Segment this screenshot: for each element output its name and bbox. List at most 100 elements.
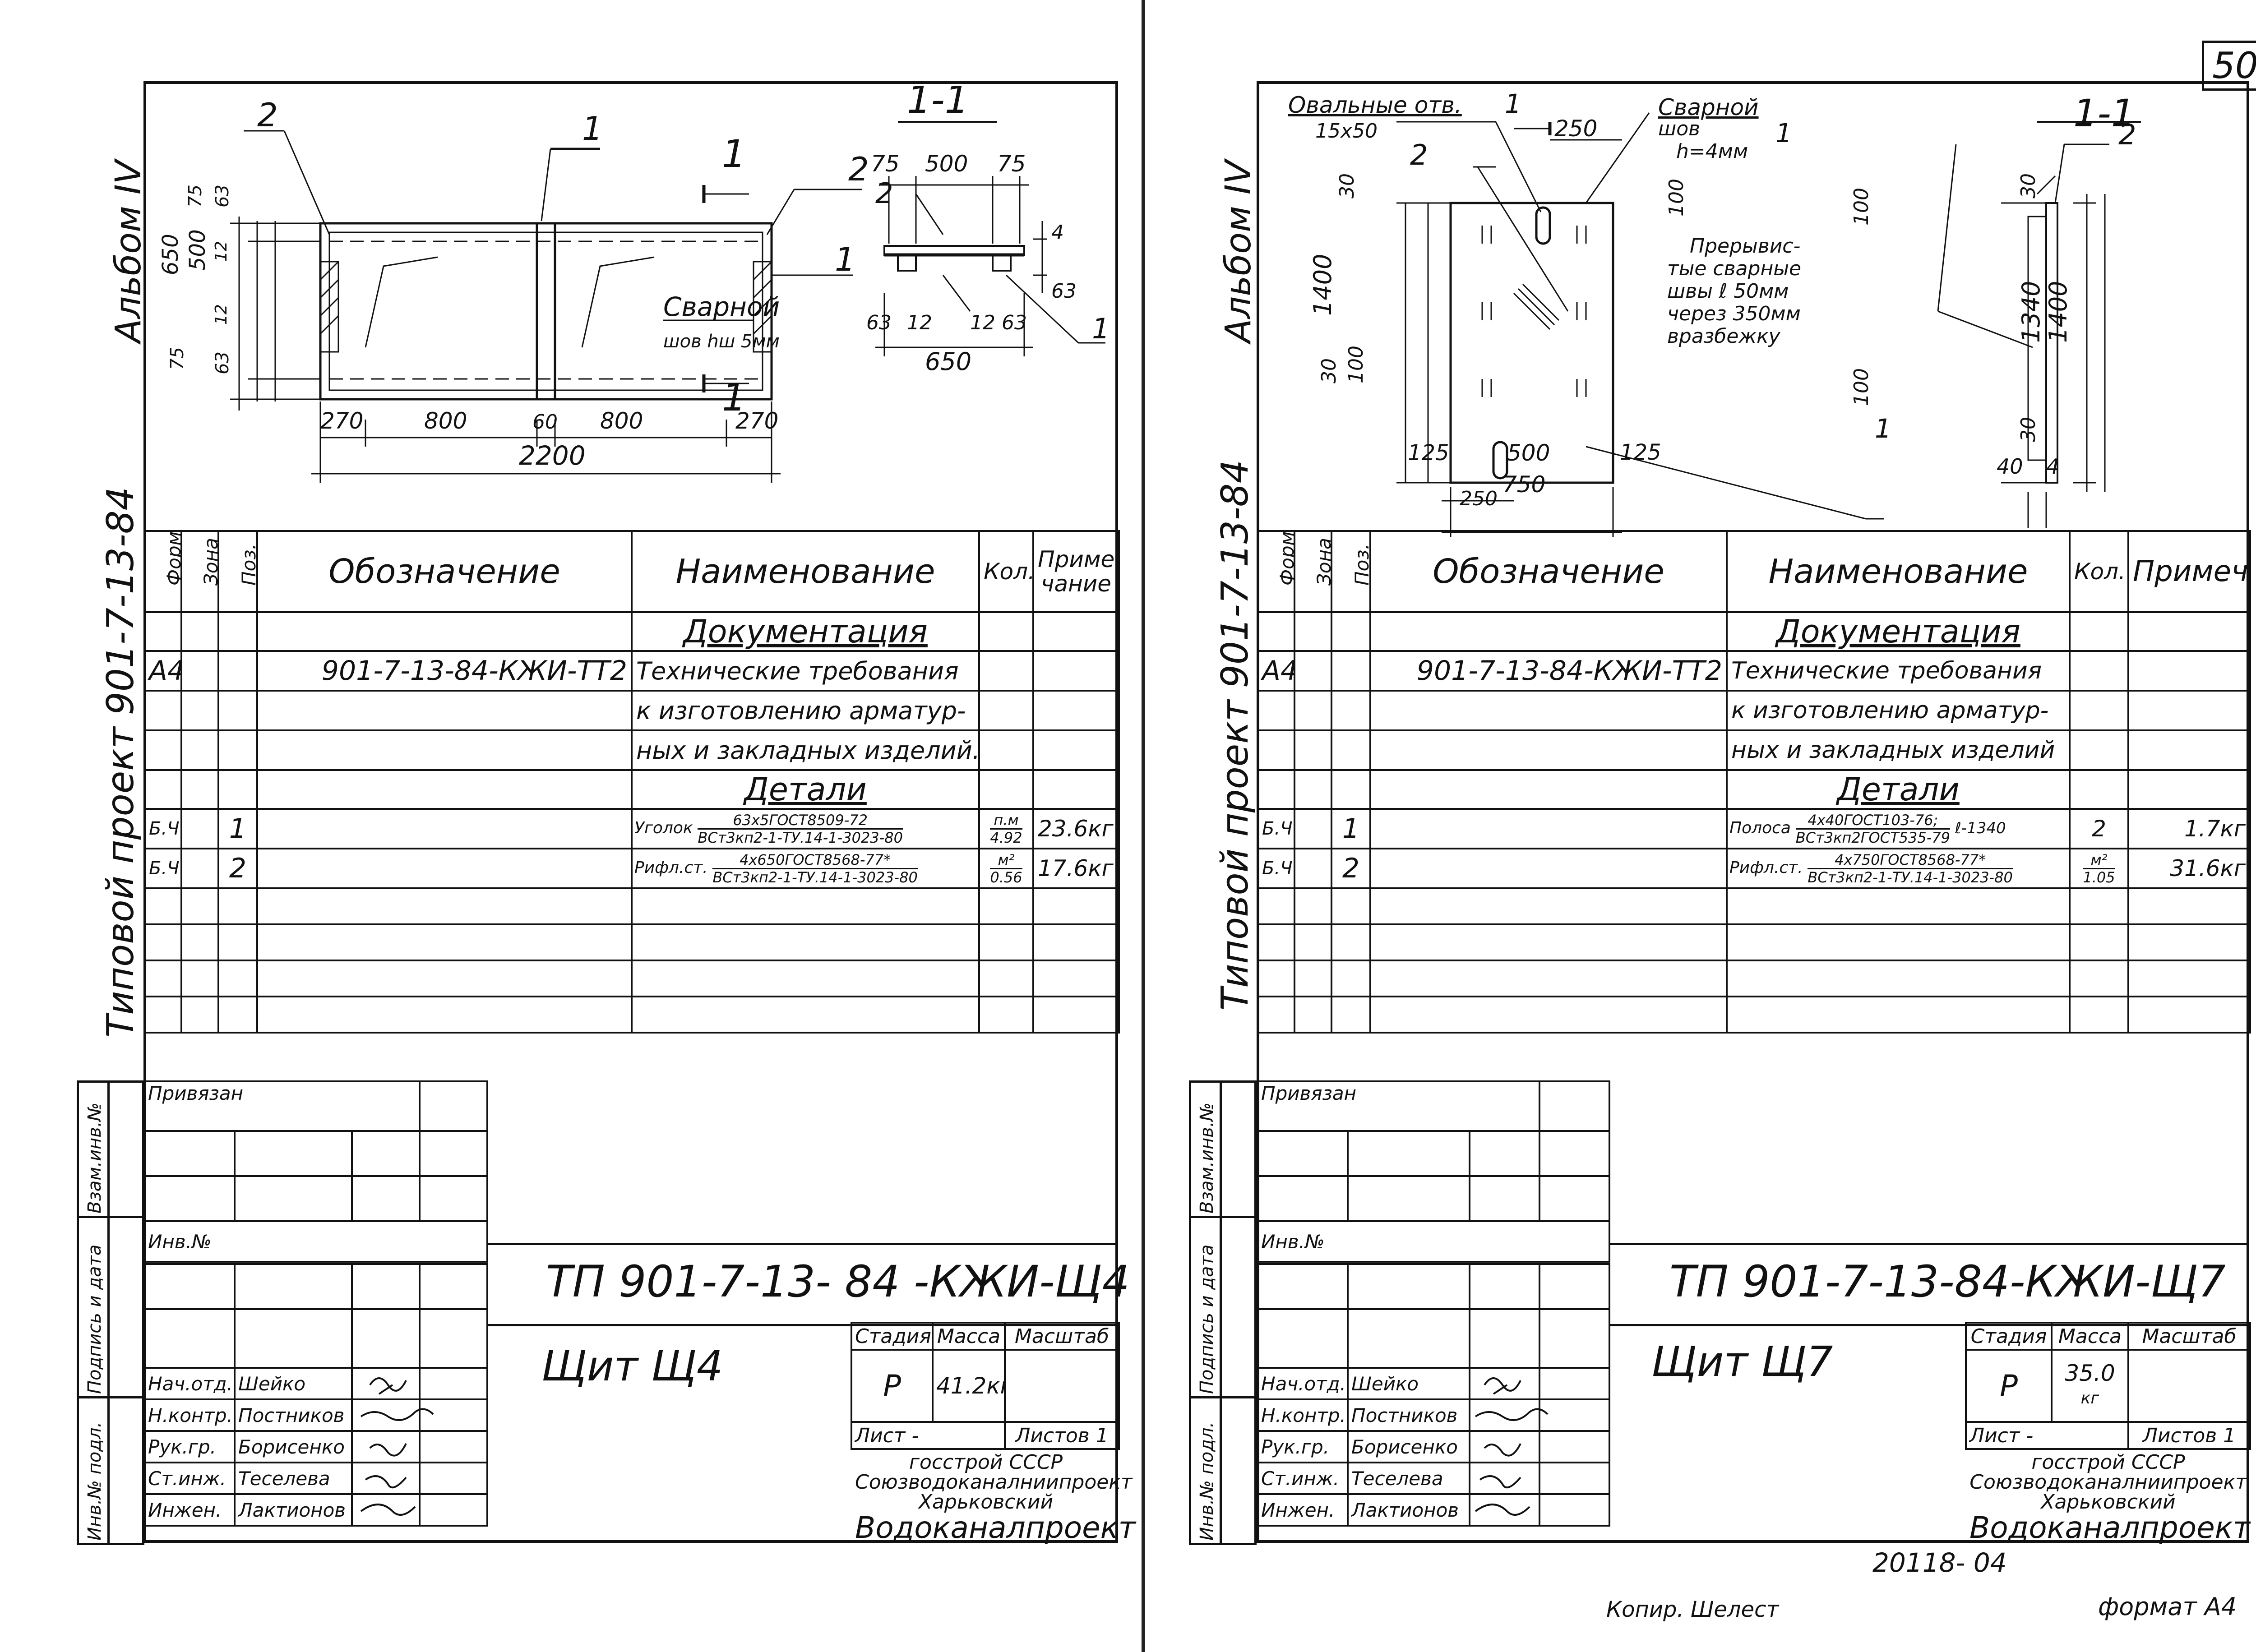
- right-staff-role-2: Рук.гр.: [1257, 1430, 1349, 1463]
- left-dim-63a: 63: [212, 185, 233, 208]
- left-staff-role-4: Инжен.: [143, 1493, 236, 1527]
- right-oval-label: Овальные отв.: [1288, 92, 1462, 118]
- right-staff-name-1: Постников: [1347, 1398, 1470, 1432]
- left-project-label: Типовой проект 901-7-13-84: [99, 487, 142, 1038]
- footer-copied: Копир. Шелест: [1606, 1597, 1779, 1622]
- left-spec-table: Формат Зона Поз. Обозначение Наименовани…: [143, 530, 1120, 1034]
- left-drawing: 2 1 1 1 2 1 Сварной шов hш 5мм 1-1 75 50…: [230, 86, 1110, 483]
- right-hdr-name: Наименование: [1726, 530, 2071, 613]
- left-row1-note: 23.6кг: [1032, 808, 1120, 849]
- left-sec-pos-1: 1: [1092, 312, 1110, 345]
- right-dim-125a: 125: [1408, 440, 1449, 466]
- left-drawing-code: ТП 901-7-13- 84 -КЖИ-Щ4: [546, 1256, 1130, 1307]
- right-side-signature: Подпись и дата: [1197, 1244, 1217, 1394]
- right-mass-number: 35.0: [2065, 1360, 2115, 1386]
- right-dim-750-label: 750: [1502, 471, 1546, 498]
- left-sec-dim-63c: 63: [1051, 280, 1077, 303]
- right-weld-label: Сварной: [1658, 94, 1759, 120]
- right-doc-name-1: Технические требования: [1726, 650, 2071, 692]
- right-dim-4: 4: [2046, 454, 2059, 479]
- right-dim-250b: 250: [1460, 487, 1498, 510]
- right-stage-header: Стадия: [1965, 1322, 2053, 1351]
- left-org-name: Водоканалпроект: [855, 1510, 1136, 1545]
- right-side-inv: Инв.№ подл.: [1197, 1421, 1217, 1541]
- left-mass-header: Масса: [932, 1322, 1006, 1351]
- right-staff-table: Нач.отд.Шейко Н.контр.Постников Рук.гр.Б…: [1257, 1263, 1610, 1527]
- right-row2-note: 31.6кг: [2127, 848, 2251, 889]
- right-pos-2a: 2: [1410, 138, 1428, 171]
- right-staff-name-2: Борисенко: [1347, 1430, 1470, 1463]
- right-interm-5: вразбежку: [1667, 325, 1781, 348]
- left-row1-format: Б.Ч.: [143, 808, 182, 849]
- right-row1-note: 1.7кг: [2127, 808, 2251, 849]
- left-doc-format: А4: [143, 650, 182, 692]
- left-row2-pos: 2: [217, 848, 258, 889]
- right-oval-size: 15х50: [1315, 120, 1378, 143]
- left-section-label: 1-1: [907, 86, 969, 122]
- right-staff-role-1: Н.контр.: [1257, 1398, 1349, 1432]
- left-org-line-2: Союзводоканалниипроект: [855, 1471, 1133, 1494]
- left-dim-75a: 75: [185, 185, 206, 208]
- left-row1-prefix: Уголок: [634, 818, 693, 837]
- left-stage-table: Стадия Масса Масштаб Р 41.2кг Лист - Лис…: [851, 1322, 1120, 1450]
- left-org-line-1: госстрой СССР: [909, 1451, 1063, 1474]
- left-staff-name-1: Постников: [234, 1398, 353, 1432]
- right-attached-label: Привязан: [1256, 1080, 1541, 1132]
- left-row2-prefix: Рифл.ст.: [634, 858, 708, 877]
- right-interm-4: через 350мм: [1667, 302, 1801, 325]
- right-sheets-label: Листов 1: [2127, 1421, 2251, 1450]
- left-weld-size: шов hш 5мм: [663, 331, 780, 352]
- right-doc-format: А4: [1257, 650, 1295, 692]
- left-inv-label: Инв.№: [143, 1220, 489, 1263]
- left-section-parts: Детали: [631, 769, 980, 810]
- left-doc-name-3: ных и закладных изделий.: [631, 729, 980, 771]
- right-dim-30a: 30: [1336, 173, 1359, 198]
- right-staff-name-3: Теселева: [1347, 1462, 1470, 1495]
- right-dim-1400a: 1400: [1308, 254, 1337, 316]
- right-attach-grid: Привязан Инв.№: [1256, 1080, 1611, 1263]
- left-org-line-3: Харьковский: [918, 1490, 1054, 1514]
- left-hdr-format: Формат: [143, 530, 182, 613]
- sheet-divider: [1142, 0, 1145, 1652]
- left-dim-800b: 800: [600, 408, 643, 434]
- right-drawing-code: ТП 901-7-13-84-КЖИ-Щ7: [1669, 1256, 2226, 1307]
- right-interm-1: Прерывис-: [1690, 235, 1800, 258]
- right-section-docs: Документация: [1726, 611, 2071, 652]
- table-row: Б.Ч. 2 Рифл.ст. 4х650ГОСТ8568-77* ВСт3кп…: [143, 848, 1120, 889]
- left-staff-table: Нач.отд.Шейко Н.контр.Постников Рук.гр.Б…: [143, 1263, 488, 1527]
- right-staff-name-4: Лактионов: [1347, 1493, 1470, 1527]
- right-stage-table: Стадия Масса Масштаб Р 35.0 кг Лист - Ли…: [1965, 1322, 2251, 1450]
- left-row1-pos: 1: [217, 808, 258, 849]
- left-dim-63b: 63: [212, 351, 233, 374]
- left-row2-fraction: 4х650ГОСТ8568-77* ВСт3кп2-1-ТУ.14-1-3023…: [712, 851, 918, 886]
- left-sec-dim-75b: 75: [997, 151, 1026, 177]
- left-dim-270a: 270: [320, 408, 363, 434]
- left-dim-75b: 75: [167, 347, 188, 370]
- right-row1-format: Б.Ч.: [1257, 808, 1295, 849]
- left-dim-800a: 800: [424, 408, 467, 434]
- left-doc-name-2: к изготовлению арматур-: [631, 690, 980, 731]
- left-row2-format: Б.Ч.: [143, 848, 182, 889]
- right-hdr-note: Примеч: [2127, 530, 2251, 613]
- left-attach-grid: Привязан Инв.№: [143, 1080, 489, 1263]
- left-pos-2a: 2: [257, 96, 278, 134]
- left-weld-label: Сварной: [663, 291, 780, 322]
- left-section-mark-top: 1: [722, 132, 746, 176]
- right-hdr-format: Формат: [1257, 530, 1295, 613]
- left-staff-name-3: Теселева: [234, 1462, 353, 1495]
- right-section-label: 1-1: [2073, 91, 2135, 135]
- left-dim-12a: 12: [212, 241, 231, 262]
- left-dim-2200: 2200: [519, 440, 586, 471]
- right-stage-value: Р: [1965, 1349, 2053, 1423]
- left-hdr-zone: Зона: [180, 530, 219, 613]
- right-mass-header: Масса: [2051, 1322, 2129, 1351]
- right-inv-label: Инв.№: [1256, 1220, 1611, 1263]
- left-stage-value: Р: [851, 1349, 934, 1423]
- right-pos-2b: 2: [2118, 118, 2136, 151]
- left-row1-name: Уголок 63х5ГОСТ8509-72 ВСт3кп2-1-ТУ.14-1…: [631, 808, 980, 849]
- left-dim-500: 500: [185, 229, 210, 271]
- right-drawing: Овальные отв. 15х50 1 2 250 Сварной шов …: [1288, 88, 2141, 537]
- right-project-label: Типовой проект 901-7-13-84: [1214, 460, 1257, 1011]
- right-dim-500-label: 500: [1507, 440, 1550, 466]
- right-interm-3: швы ℓ 50мм: [1667, 280, 1789, 303]
